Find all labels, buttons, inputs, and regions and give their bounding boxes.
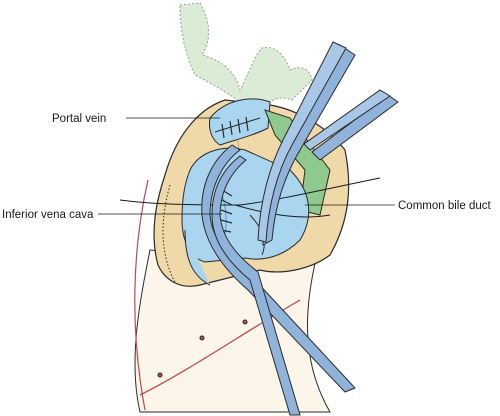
vascular-clamp-left bbox=[201, 144, 356, 416]
label-common-bile-duct: Common bile duct bbox=[398, 200, 491, 212]
label-inferior-vena-cava: Inferior vena cava bbox=[2, 209, 94, 221]
label-portal-vein: Portal vein bbox=[52, 113, 106, 125]
mesentery-tissue bbox=[179, 2, 313, 109]
suture-threads bbox=[119, 177, 381, 218]
vascular-clamp-right bbox=[257, 41, 356, 246]
retractor-instrument bbox=[303, 89, 399, 161]
portal-vein bbox=[209, 98, 271, 146]
